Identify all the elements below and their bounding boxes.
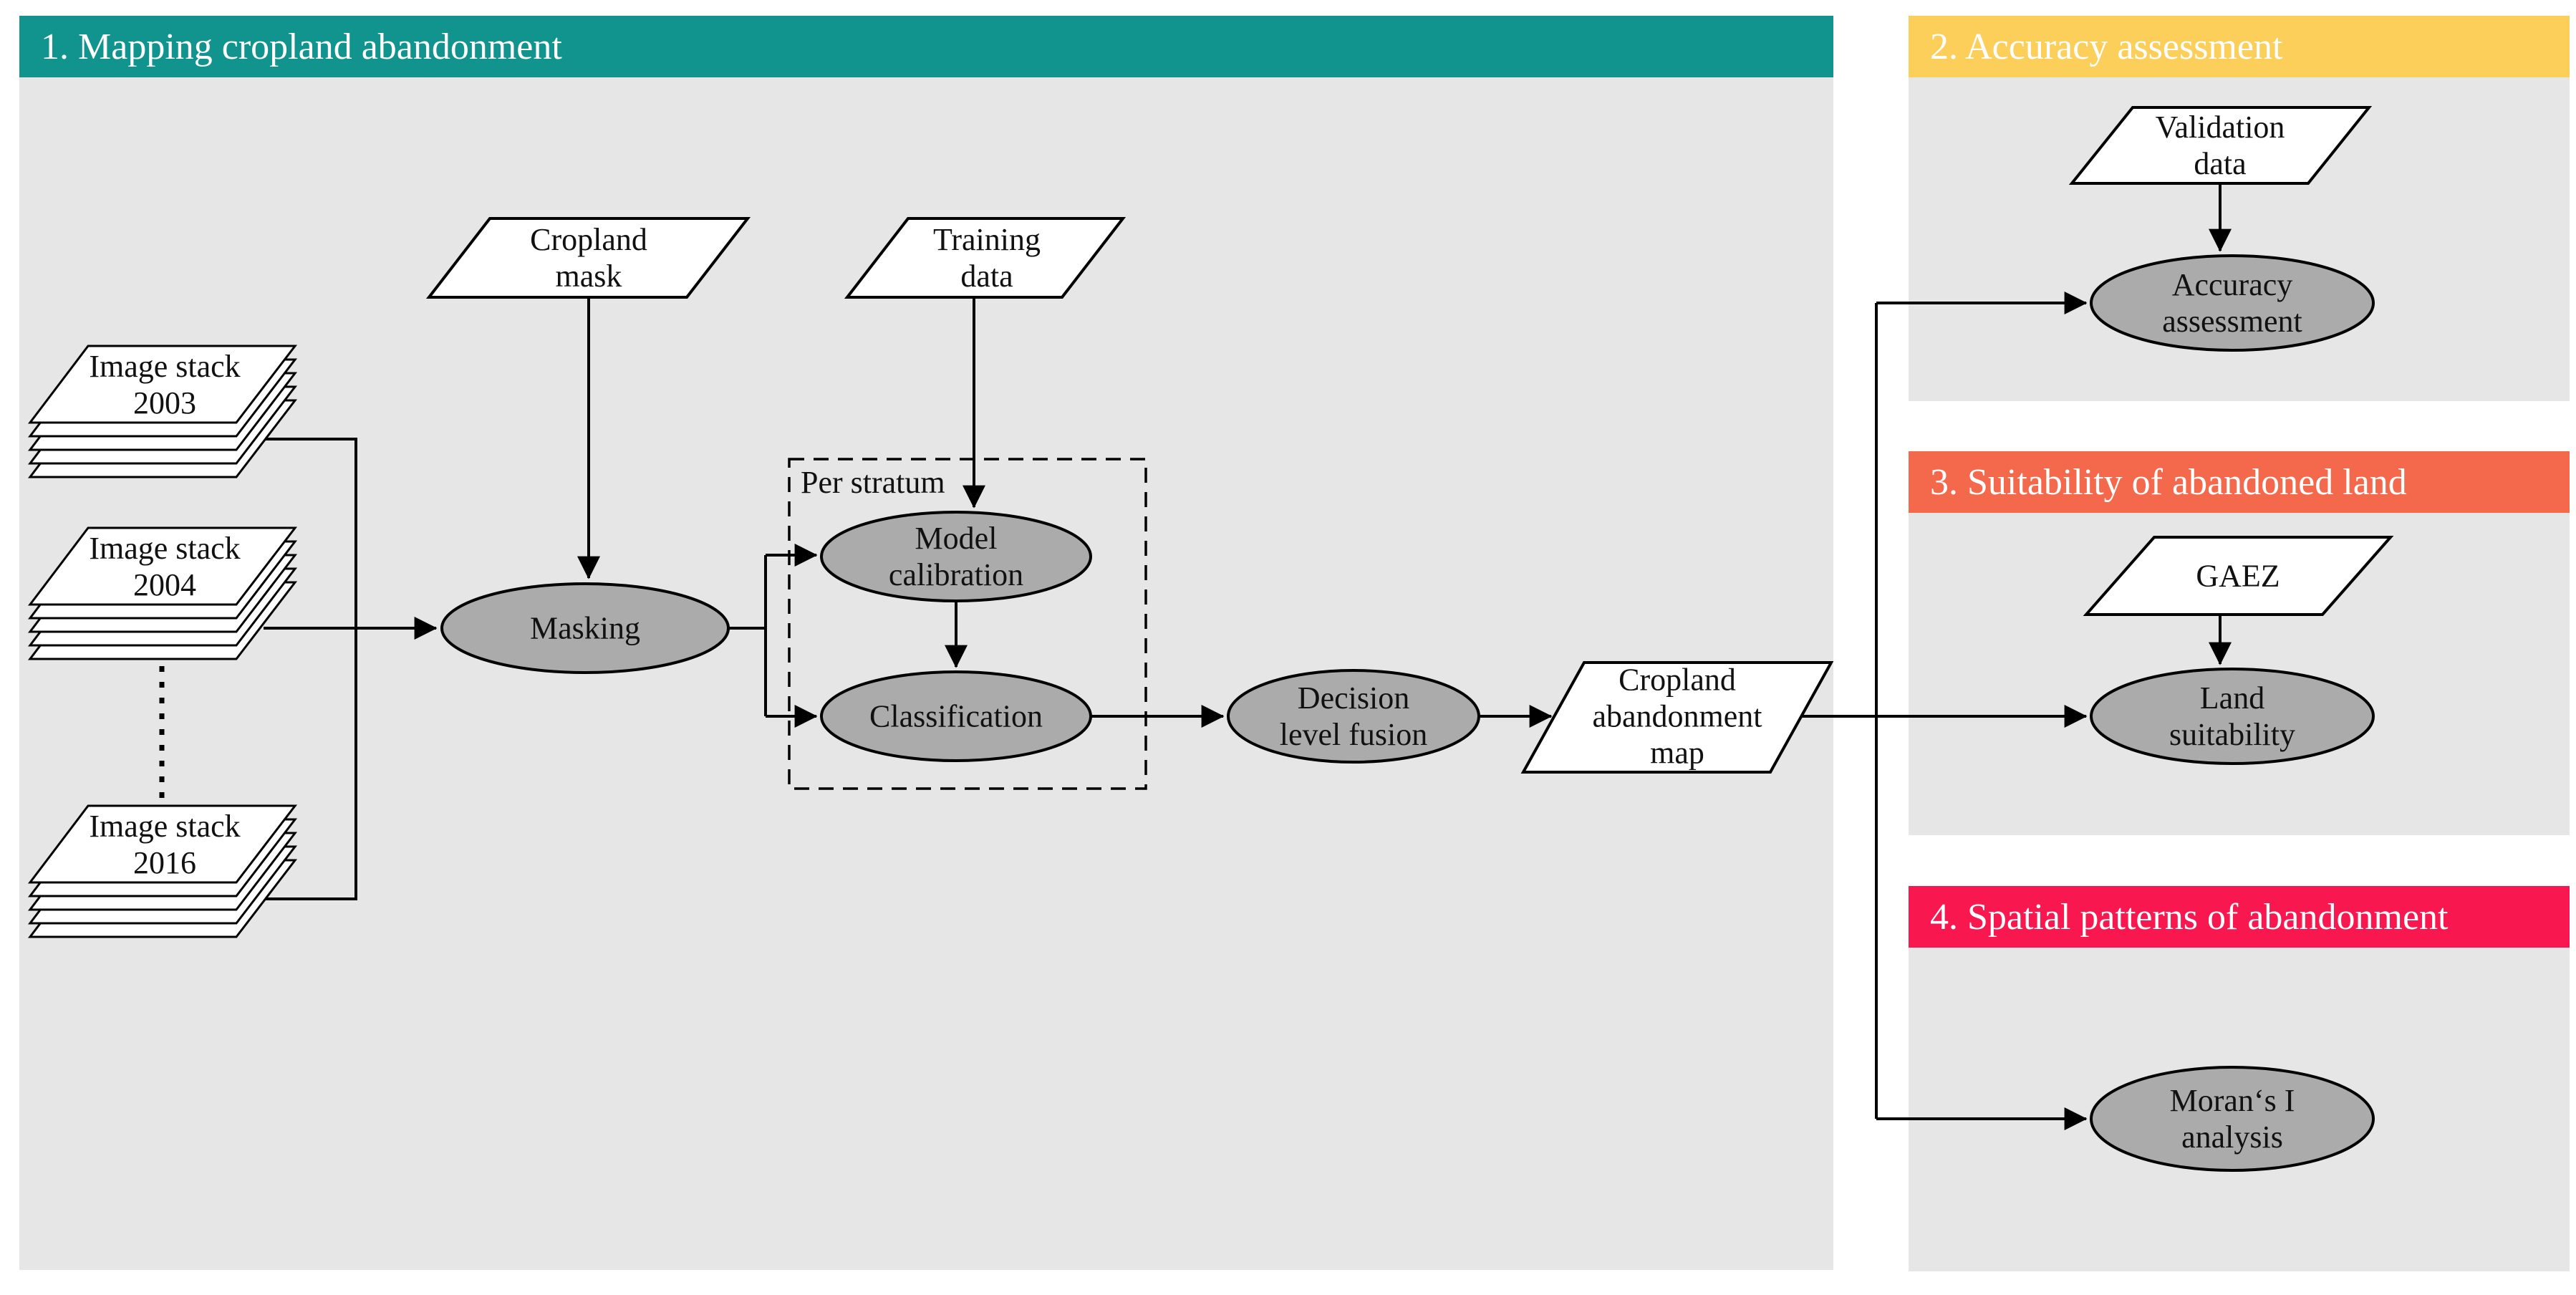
connectors bbox=[159, 183, 2232, 1130]
land-suitability-ellipse bbox=[2090, 668, 2375, 765]
panel-4-header: 4. Spatial patterns of abandonment bbox=[1909, 886, 2570, 948]
panel-2-header: 2. Accuracy assessment bbox=[1909, 16, 2570, 77]
masking-label: Masking bbox=[530, 610, 640, 646]
panel-2-title: 2. Accuracy assessment bbox=[1930, 26, 2283, 67]
decision-level-fusion-ellipse bbox=[1227, 669, 1480, 764]
validation-data-parallelogram bbox=[2068, 106, 2373, 185]
per-stratum-box bbox=[788, 458, 1147, 790]
training-data-label: Training data bbox=[933, 221, 1041, 294]
cropland-abandonment-map-label: Cropland abandonment map bbox=[1592, 662, 1762, 771]
panel-1-header: 1. Mapping cropland abandonment bbox=[19, 16, 1833, 77]
stack-top-sheet bbox=[27, 526, 298, 606]
cropland-abandonment-map-parallelogram bbox=[1520, 661, 1834, 774]
classification-label: Classification bbox=[869, 698, 1043, 734]
model-calibration-ellipse bbox=[820, 511, 1092, 602]
image-stack-2004 bbox=[27, 526, 298, 660]
stack-top-sheet bbox=[27, 345, 298, 424]
stack-2004-label: Image stack 2004 bbox=[89, 530, 241, 602]
gaez-label: GAEZ bbox=[2196, 558, 2280, 594]
panel-3-title: 3. Suitability of abandoned land bbox=[1930, 461, 2407, 503]
per-stratum-label: Per stratum bbox=[801, 465, 945, 500]
training-data-parallelogram bbox=[844, 217, 1127, 299]
stack-2016-label: Image stack 2016 bbox=[89, 808, 241, 880]
morans-i-label: Moran‘s I analysis bbox=[2169, 1082, 2295, 1155]
cropland-mask-label: Cropland mask bbox=[530, 221, 647, 294]
image-stack-2003 bbox=[27, 345, 298, 478]
cropland-mask-parallelogram bbox=[425, 217, 751, 299]
land-suitability-label: Land suitability bbox=[2169, 680, 2295, 752]
decision-level-fusion-label: Decision level fusion bbox=[1279, 680, 1428, 752]
gaez-parallelogram bbox=[2083, 536, 2394, 616]
accuracy-assessment-label: Accuracy assessment bbox=[2162, 266, 2302, 339]
morans-i-ellipse bbox=[2090, 1066, 2375, 1172]
panel-4-title: 4. Spatial patterns of abandonment bbox=[1930, 896, 2449, 938]
panel-1-title: 1. Mapping cropland abandonment bbox=[41, 26, 562, 67]
classification-ellipse bbox=[820, 670, 1092, 762]
validation-data-label: Validation data bbox=[2155, 109, 2285, 181]
stack-top-sheet bbox=[27, 804, 298, 884]
accuracy-assessment-ellipse bbox=[2090, 254, 2375, 352]
panel-3-header: 3. Suitability of abandoned land bbox=[1909, 451, 2570, 513]
model-calibration-label: Model calibration bbox=[888, 520, 1024, 592]
masking-ellipse bbox=[440, 582, 730, 674]
image-stack-2016 bbox=[27, 804, 298, 938]
stack-2003-label: Image stack 2003 bbox=[89, 348, 241, 420]
